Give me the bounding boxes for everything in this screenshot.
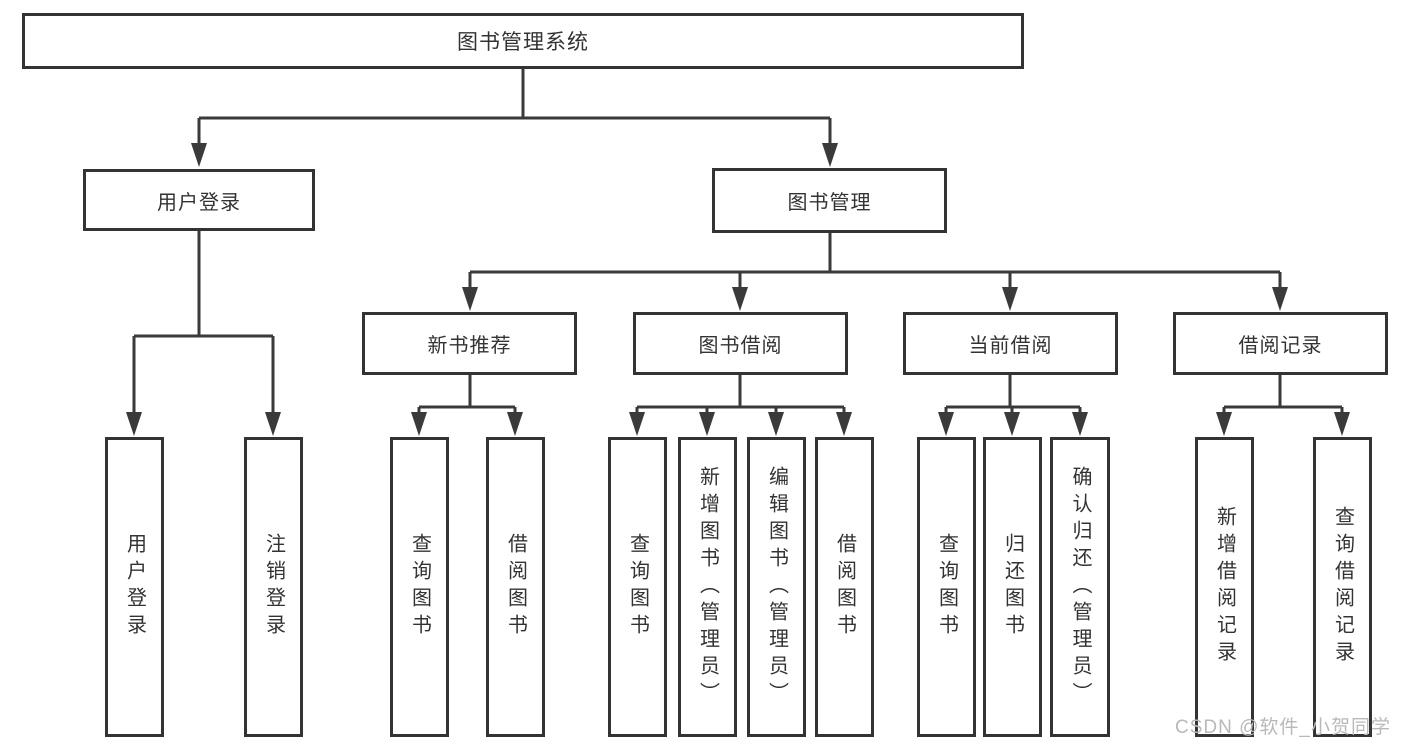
leaf-add-books-admin: 新增图书（管理员） [678,437,737,737]
leaf-label: 确认归还（管理员） [1069,465,1091,709]
leaf-label: 用户登录 [123,533,146,641]
leaf-edit-books-admin: 编辑图书（管理员） [747,437,806,737]
leaf-label: 查询图书 [935,533,958,641]
connector-paths [132,69,1344,420]
leaf-add-borrow-record: 新增借阅记录 [1195,437,1254,737]
leaf-borrow-books: 借阅图书 [815,437,874,737]
node-label: 图书管理系统 [457,31,589,54]
leaf-label: 查询图书 [408,533,431,641]
leaf-label: 查询图书 [626,533,649,641]
leaf-label: 借阅图书 [504,533,527,641]
leaf-borrow-books-newbook: 借阅图书 [486,437,545,737]
leaf-label: 归还图书 [1001,533,1024,641]
node-borrowing-records: 借阅记录 [1173,312,1388,375]
leaf-return-books: 归还图书 [983,437,1042,737]
leaf-query-books-current: 查询图书 [917,437,976,737]
leaf-label: 查询借阅记录 [1331,506,1354,668]
leaf-label: 注销登录 [262,533,285,641]
leaf-query-books-newbook: 查询图书 [390,437,449,737]
node-library-management-system: 图书管理系统 [22,13,1024,69]
leaf-query-borrow-record: 查询借阅记录 [1313,437,1372,737]
node-book-borrowing: 图书借阅 [633,312,848,375]
node-label: 借阅记录 [1238,335,1323,357]
node-label: 图书管理 [787,192,872,214]
node-label: 用户登录 [157,191,241,214]
node-current-borrowing: 当前借阅 [903,312,1118,375]
leaf-label: 借阅图书 [833,533,856,641]
arrowheads [126,143,1350,436]
node-new-book-recommendation: 新书推荐 [362,312,577,375]
leaf-confirm-return-admin: 确认归还（管理员） [1050,437,1110,737]
node-user-login-branch: 用户登录 [83,169,315,231]
node-label: 当前借阅 [968,335,1053,357]
node-label: 图书借阅 [698,335,783,357]
node-label: 新书推荐 [427,335,512,357]
leaf-label: 新增借阅记录 [1213,506,1236,668]
leaf-user-login: 用户登录 [105,437,164,737]
leaf-label: 编辑图书（管理员） [765,465,788,709]
leaf-label: 新增图书（管理员） [696,465,719,709]
node-book-management-branch: 图书管理 [712,168,947,233]
leaf-logout: 注销登录 [244,437,303,737]
leaf-query-books-borrow: 查询图书 [608,437,667,737]
